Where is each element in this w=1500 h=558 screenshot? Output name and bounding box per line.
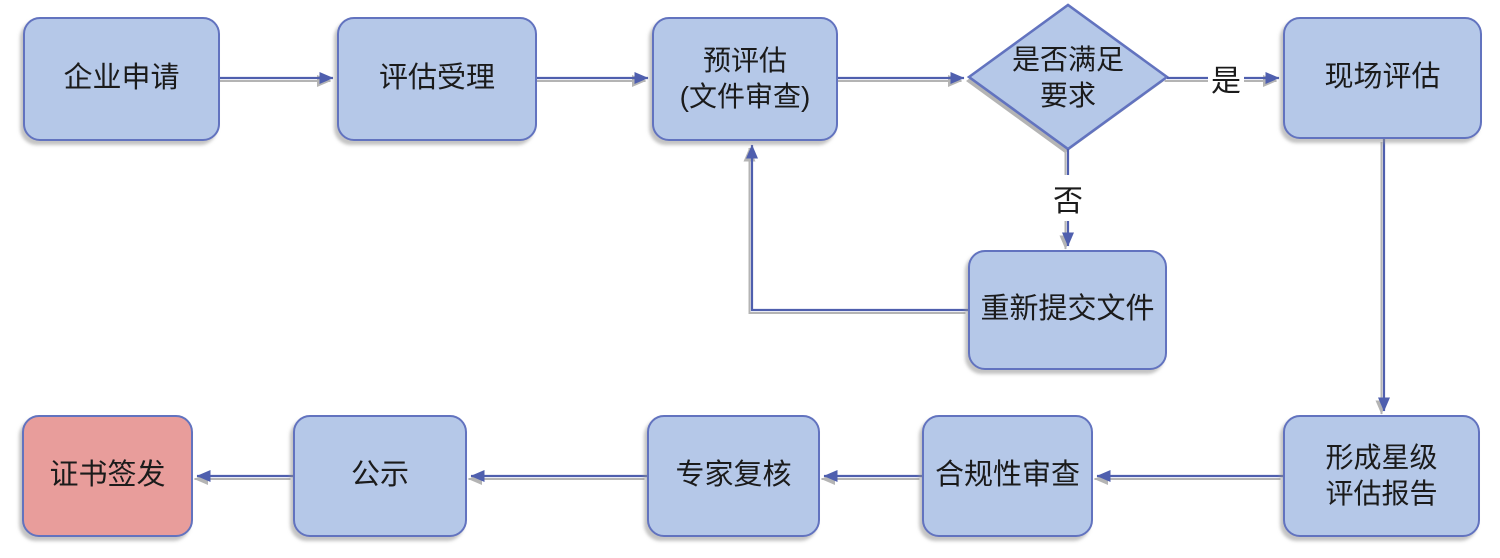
node-label-line2: (文件审查) — [679, 81, 811, 112]
node-label: 重新提交文件 — [980, 293, 1155, 326]
edge-shadow-layer — [194, 75, 1388, 485]
node-expert-recheck: 专家复核 — [647, 415, 820, 537]
node-label: 专家复核 — [675, 459, 792, 492]
node-star-rating-report: 形成星级 评估报告 — [1283, 415, 1480, 537]
node-label-line2: 评估报告 — [1325, 478, 1438, 509]
edge-resubmit-pre — [746, 144, 968, 312]
edge-layer — [196, 72, 1390, 482]
node-pre-assessment: 预评估 (文件审查) — [652, 17, 838, 141]
node-onsite-assessment: 现场评估 — [1283, 17, 1482, 139]
node-public-notice: 公示 — [293, 415, 467, 537]
node-label: 企业申请 — [63, 62, 180, 95]
node-label-line1: 形成星级 — [1325, 441, 1438, 473]
node-assessment-acceptance: 评估受理 — [337, 17, 537, 141]
node-enterprise-application: 企业申请 — [23, 17, 220, 141]
node-label: 现场评估 — [1324, 61, 1441, 94]
node-label: 证书签发 — [49, 459, 166, 492]
edge-label-yes: 是 — [1208, 55, 1244, 101]
node-resubmit-documents: 重新提交文件 — [968, 250, 1167, 370]
edge-label-no: 否 — [1050, 175, 1086, 221]
node-label-line1: 是否满足 — [1011, 43, 1124, 75]
node-label-line1: 预评估 — [702, 44, 787, 76]
node-compliance-review: 合规性审查 — [922, 415, 1093, 537]
node-label-line2: 要求 — [1039, 80, 1096, 111]
node-label: 公示 — [350, 459, 409, 492]
node-label: 评估受理 — [378, 62, 495, 95]
node-label: 合规性审查 — [934, 459, 1080, 492]
node-certificate-issuance: 证书签发 — [22, 415, 193, 537]
decision-diamond-text: 是否满足 要求 — [968, 30, 1168, 126]
